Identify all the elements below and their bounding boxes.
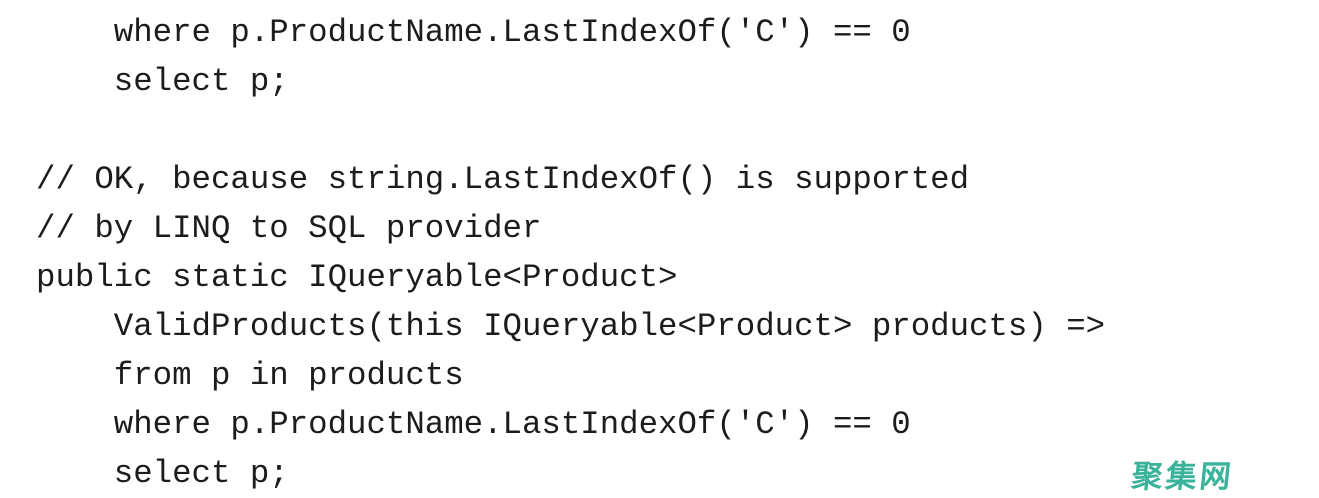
code-block: where p.ProductName.LastIndexOf('C') == … <box>36 8 1105 498</box>
code-line: // by LINQ to SQL provider <box>36 210 542 247</box>
code-line: ValidProducts(this IQueryable<Product> p… <box>36 308 1106 345</box>
code-line: public static IQueryable<Product> <box>36 259 678 296</box>
code-line: where p.ProductName.LastIndexOf('C') == … <box>36 406 911 443</box>
code-line: select p; <box>36 63 289 100</box>
watermark-logo: 聚集网 <box>1129 459 1236 494</box>
code-line: // OK, because string.LastIndexOf() is s… <box>36 161 970 198</box>
code-line <box>36 106 1105 155</box>
code-line: where p.ProductName.LastIndexOf('C') == … <box>36 14 911 51</box>
code-line: from p in products <box>36 357 464 394</box>
code-line: select p; <box>36 455 289 492</box>
